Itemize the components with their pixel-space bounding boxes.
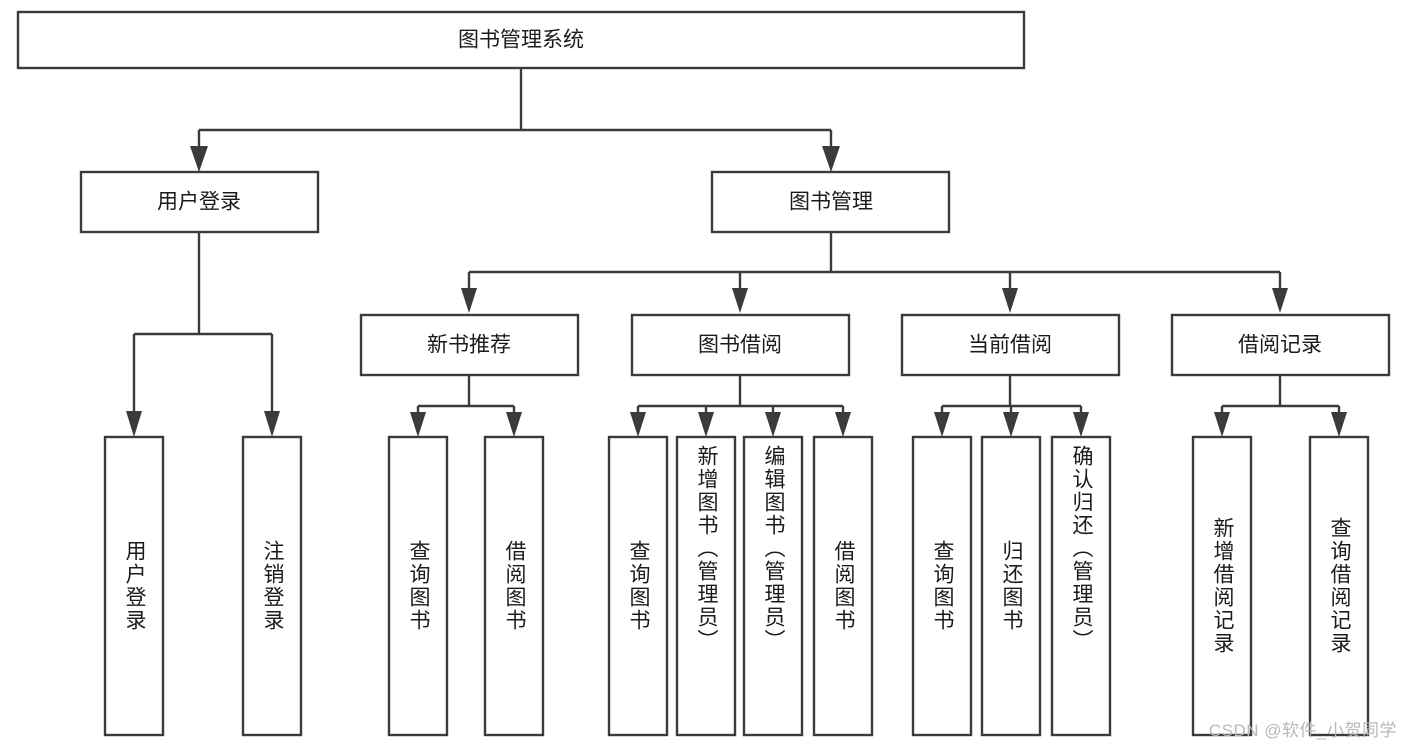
arrow-head-leaf-query-book-3 <box>934 412 950 437</box>
node-book-borrow[interactable] <box>630 313 851 377</box>
node-current-borrow[interactable] <box>900 313 1121 377</box>
node-book-borrow-label: 图书借阅 <box>698 334 782 357</box>
arrow-head-book-borrow <box>732 288 748 313</box>
node-current-borrow-label: 当前借阅 <box>968 334 1052 357</box>
arrow-head-leaf-query-record <box>1331 412 1347 437</box>
connector-group <box>126 68 1347 437</box>
leaf-confirm-return[interactable] <box>1050 435 1112 737</box>
arrow-head-current-borrow <box>1002 288 1018 313</box>
node-borrow-record-label: 借阅记录 <box>1238 334 1322 357</box>
node-new-book-rec[interactable] <box>359 313 580 377</box>
arrow-head-leaf-confirm-return <box>1073 412 1089 437</box>
node-box-group: 图书管理系统 用户登录 图书管理 新书推荐 图书借阅 当前借阅 借阅记录 <box>16 10 1391 377</box>
leaf-query-book-3[interactable] <box>911 435 973 737</box>
arrow-head-new-book-rec <box>461 288 477 313</box>
leaf-query-book-2[interactable] <box>607 435 669 737</box>
arrow-head-user-login <box>190 146 208 172</box>
arrow-head-leaf-add-book <box>698 412 714 437</box>
leaf-add-book[interactable] <box>675 435 737 737</box>
arrow-head-leaf-query-book-2 <box>630 412 646 437</box>
leaf-user-login[interactable] <box>103 435 165 737</box>
arrow-head-leaf-edit-book <box>765 412 781 437</box>
node-user-login[interactable] <box>79 170 320 234</box>
leaf-borrow-book-1[interactable] <box>483 435 545 737</box>
arrow-head-leaf-return-book <box>1003 412 1019 437</box>
leaf-box-group <box>103 435 1370 737</box>
leaf-query-record[interactable] <box>1308 435 1370 737</box>
arrow-head-leaf-logout <box>264 411 280 437</box>
leaf-query-book-1[interactable] <box>387 435 449 737</box>
arrow-head-book-manage <box>822 146 840 172</box>
leaf-return-book[interactable] <box>980 435 1042 737</box>
node-borrow-record[interactable] <box>1170 313 1391 377</box>
node-user-login-label: 用户登录 <box>157 191 241 214</box>
arrow-head-leaf-query-book-1 <box>410 412 426 437</box>
node-root-label: 图书管理系统 <box>458 29 584 52</box>
arrow-head-leaf-borrow-book-1 <box>506 412 522 437</box>
csdn-watermark: CSDN @软件_小贺同学 <box>1208 721 1397 740</box>
leaf-borrow-book-2[interactable] <box>812 435 874 737</box>
leaf-edit-book[interactable] <box>742 435 804 737</box>
node-book-manage[interactable] <box>710 170 951 234</box>
leaf-logout[interactable] <box>241 435 303 737</box>
node-book-manage-label: 图书管理 <box>789 191 873 214</box>
arrow-head-leaf-add-record <box>1214 412 1230 437</box>
leaf-add-record[interactable] <box>1191 435 1253 737</box>
arrow-head-borrow-record <box>1272 288 1288 313</box>
node-new-book-rec-label: 新书推荐 <box>427 334 511 357</box>
arrow-head-leaf-user-login <box>126 411 142 437</box>
node-root[interactable] <box>16 10 1026 70</box>
arrow-head-leaf-borrow-book-2 <box>835 412 851 437</box>
